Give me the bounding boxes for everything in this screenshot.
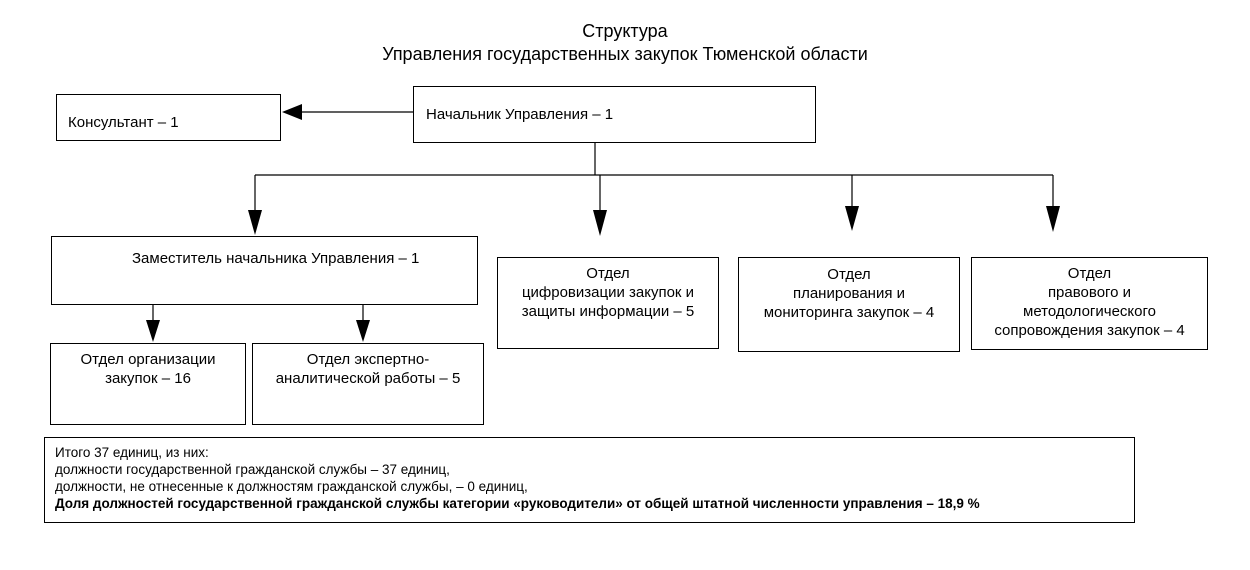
summary-managers-share: Доля должностей государственной гражданс… xyxy=(55,496,980,511)
node-deputy: Заместитель начальника Управления – 1 xyxy=(51,236,478,305)
node-dept-planning-label: Отдел планирования и мониторинга закупок… xyxy=(763,266,935,321)
node-head: Начальник Управления – 1 xyxy=(413,86,816,143)
arrowhead-digital xyxy=(593,210,607,236)
node-deputy-label: Заместитель начальника Управления – 1 xyxy=(132,250,420,267)
arrowhead-planning xyxy=(845,206,859,231)
node-dept-digital-label: Отдел цифровизации закупок и защиты инфо… xyxy=(521,265,695,320)
summary-box: Итого 37 единиц, из них: должности госуд… xyxy=(44,437,1135,523)
arrowhead-procurement xyxy=(146,320,160,342)
node-consultant-label: Консультант – 1 xyxy=(68,114,179,131)
summary-total: Итого 37 единиц, из них: xyxy=(55,445,209,460)
summary-civil-service: должности государственной гражданской сл… xyxy=(55,462,450,477)
node-dept-digital: Отдел цифровизации закупок и защиты инфо… xyxy=(497,257,719,349)
chart-title: Структура xyxy=(582,21,668,41)
node-dept-legal-label: Отдел правового и методологического сопр… xyxy=(994,265,1185,339)
arrowhead-expert xyxy=(356,320,370,342)
arrowhead-legal xyxy=(1046,206,1060,232)
chart-subtitle: Управления государственных закупок Тюмен… xyxy=(382,44,868,64)
node-dept-expert-label: Отдел экспертно- аналитической работы – … xyxy=(275,351,461,387)
node-dept-procurement: Отдел организации закупок – 16 xyxy=(50,343,246,425)
arrowhead-consultant xyxy=(282,104,302,120)
node-dept-planning: Отдел планирования и мониторинга закупок… xyxy=(738,257,960,352)
node-dept-expert: Отдел экспертно- аналитической работы – … xyxy=(252,343,484,425)
node-head-label: Начальник Управления – 1 xyxy=(426,106,614,123)
node-consultant: Консультант – 1 xyxy=(56,94,281,141)
arrowhead-deputy xyxy=(248,210,262,235)
node-dept-legal: Отдел правового и методологического сопр… xyxy=(971,257,1208,350)
summary-non-civil-service: должности, не отнесенные к должностям гр… xyxy=(55,479,528,494)
node-dept-procurement-label: Отдел организации закупок – 16 xyxy=(80,351,216,387)
